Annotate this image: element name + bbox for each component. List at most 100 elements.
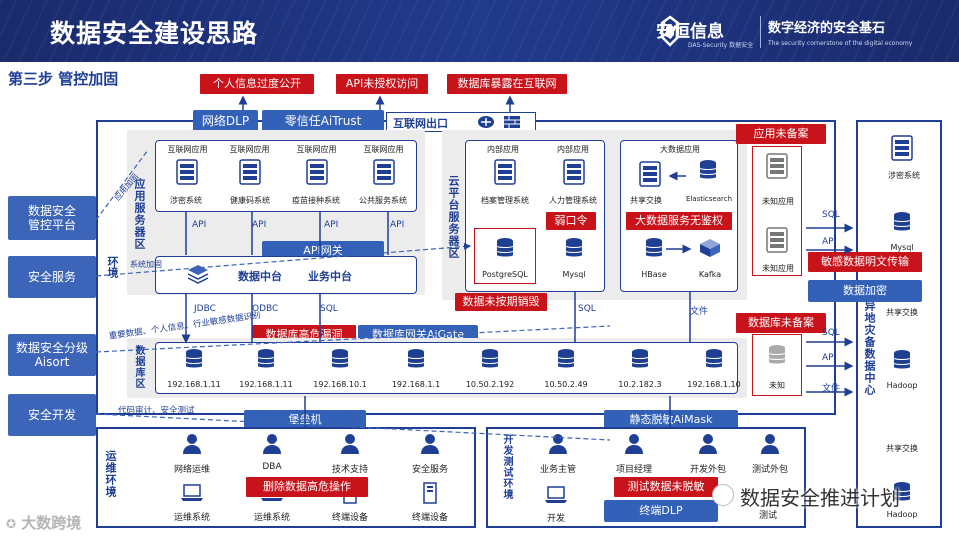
unknown-server-icon (763, 226, 791, 254)
database-icon (890, 480, 914, 504)
dr-item-6: Hadoop (886, 510, 918, 519)
laptop-icon (180, 482, 204, 504)
person-icon (622, 432, 646, 456)
ops-role-label: 技术支持 (331, 465, 368, 475)
layers-icon (186, 262, 210, 286)
annotation-sys-reinforce: 系统加固 (130, 260, 162, 269)
server-icon (303, 158, 331, 186)
person-icon (180, 432, 204, 456)
dr-item-2: Mysql (890, 243, 914, 252)
dr-api-label-2: API (822, 353, 837, 363)
dev-env-label: 开发测试环境 (501, 434, 512, 500)
server-icon (888, 134, 916, 162)
kafka-icon (698, 236, 722, 260)
watermark-left-text: 大数跨境 (21, 514, 82, 532)
app-name-1: 涉密系统 (170, 196, 202, 205)
postgresql-label: PostgreSQL (482, 270, 528, 279)
database-icon (696, 158, 720, 182)
slogan-subtitle: The security cornerstone of the digital … (768, 40, 913, 47)
app-header-2: 互联网应用 (229, 145, 270, 154)
unknown-server-icon (763, 152, 791, 180)
internal-header-1: 内部应用 (487, 145, 519, 154)
api-label-3: API (324, 220, 339, 230)
ops-env-label: 运维环境 (104, 450, 117, 498)
wechat-icon (712, 484, 734, 506)
unknown-db-label: 未知 (769, 381, 785, 390)
alert-test-data-unmasked: 测试数据未脱敏 (614, 477, 718, 497)
database-icon (562, 236, 586, 260)
jdbc-label: JDBC (194, 304, 216, 314)
ops-role-label: 网络运维 (173, 465, 210, 475)
env-label: 环境 (106, 256, 119, 278)
db-ip-label: 192.168.1.11 (167, 380, 221, 389)
internet-exit-label: 互联网出口 (393, 117, 448, 130)
app-name-3: 疫苗接种系统 (292, 196, 340, 205)
db-zone-label: 数据库区 (133, 345, 144, 389)
dr-item-1: 涉密系统 (888, 171, 920, 180)
app-zone-label: 应用服务器区 (133, 178, 146, 250)
api-label-2: API (252, 220, 267, 230)
unknown-db-box (752, 334, 802, 396)
static-masking-button[interactable]: 静态脱敏AiMask (604, 410, 738, 430)
brand-subtitle: DAS-Security 数据安全 (688, 42, 754, 49)
odbc-label: ODBC (252, 304, 279, 314)
database-icon (890, 210, 914, 234)
internal-header-2: 内部应用 (557, 145, 589, 154)
dev-device-2: 测试 (758, 511, 777, 521)
api-label-4: API (390, 220, 405, 230)
db-ip-label: 10.2.182.3 (618, 380, 662, 389)
watermark-logo-icon: ✪ (6, 517, 17, 531)
database-icon (493, 236, 517, 260)
dr-item-4: Hadoop (886, 381, 918, 390)
ops-device-label: 运维系统 (173, 513, 210, 523)
database-icon (702, 347, 726, 371)
bigdata-header: 大数据应用 (660, 145, 700, 154)
db-ip-label: 192.168.10.1 (313, 380, 367, 389)
terminal-dlp-button[interactable]: 终端DLP (604, 500, 718, 522)
person-icon (758, 432, 782, 456)
ops-device-label: 运维系统 (253, 513, 290, 523)
db-ip-label: 10.50.2.192 (465, 380, 515, 389)
dev-device-1: 开发 (546, 514, 565, 524)
database-icon (628, 347, 652, 371)
slogan: 数字经济的安全基石 (768, 21, 886, 36)
database-icon (254, 347, 278, 371)
tower-icon (418, 482, 442, 504)
sql-label-1: SQL (320, 304, 338, 314)
person-icon (338, 432, 362, 456)
dr-sql-label: SQL (822, 210, 840, 220)
cloud-zone-label: 云平台服务器区 (447, 175, 460, 259)
side-panel-aisort[interactable]: 数据安全分级 Aisort (8, 334, 96, 376)
server-icon (491, 158, 519, 186)
annotation-audit: 代码审计、安全测试 (118, 406, 195, 416)
elasticsearch-label: Elasticsearch (685, 195, 733, 203)
ops-role-label: 安全服务 (411, 465, 448, 475)
dev-role-label: 开发外包 (689, 465, 726, 475)
alert-api-unauthorized: API未授权访问 (336, 74, 428, 94)
app-name-2: 健康码系统 (230, 196, 270, 205)
network-dlp-button[interactable]: 网络DLP (193, 110, 258, 133)
database-icon (642, 236, 666, 260)
side-panel-secure-dev[interactable]: 安全开发 (8, 394, 96, 436)
server-icon (236, 158, 264, 186)
internet-exit: 互联网出口 (386, 112, 536, 132)
data-encrypt-button[interactable]: 数据加密 (808, 280, 922, 302)
zero-trust-button[interactable]: 零信任AiTrust (262, 110, 384, 133)
brand-name: 安恒信息 (656, 22, 724, 42)
database-icon (554, 347, 578, 371)
database-icon (478, 347, 502, 371)
firewall-icon (504, 116, 520, 128)
biz-middle-platform: 业务中台 (308, 270, 352, 283)
side-panel-security-service[interactable]: 安全服务 (8, 256, 96, 298)
alert-app-unregistered: 应用未备案 (736, 124, 826, 144)
db-ip-label: 192.168.1.11 (239, 380, 293, 389)
side-panel-control-platform[interactable]: 数据安全 管控平台 (8, 196, 96, 240)
app-header-1: 互联网应用 (167, 145, 208, 154)
internal-app-1: 档案管理系统 (481, 196, 529, 205)
sql-label-2: SQL (578, 304, 596, 314)
dr-sql-label-2: SQL (822, 328, 840, 338)
file-label-1: 文件 (690, 307, 709, 317)
ops-role-label: DBA (262, 462, 282, 472)
app-header-4: 互联网应用 (363, 145, 404, 154)
app-header-3: 互联网应用 (296, 145, 337, 154)
